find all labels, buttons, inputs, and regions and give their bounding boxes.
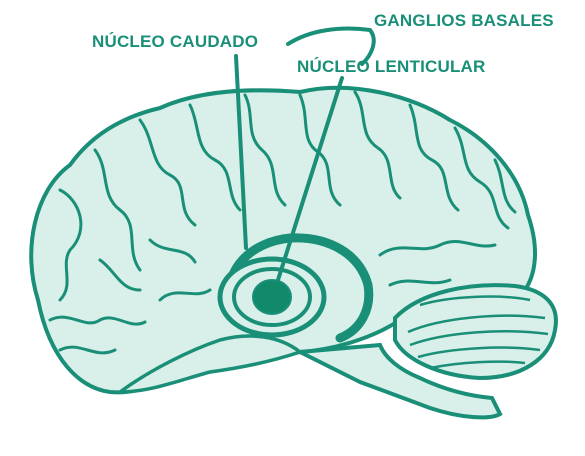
lenticular-nucleus-core bbox=[253, 280, 291, 314]
caudate-nucleus-label: NÚCLEO CAUDADO bbox=[92, 33, 258, 50]
basal-ganglia-label: GANGLIOS BASALES bbox=[374, 12, 554, 29]
lenticular-nucleus-label: NÚCLEO LENTICULAR bbox=[297, 58, 486, 75]
